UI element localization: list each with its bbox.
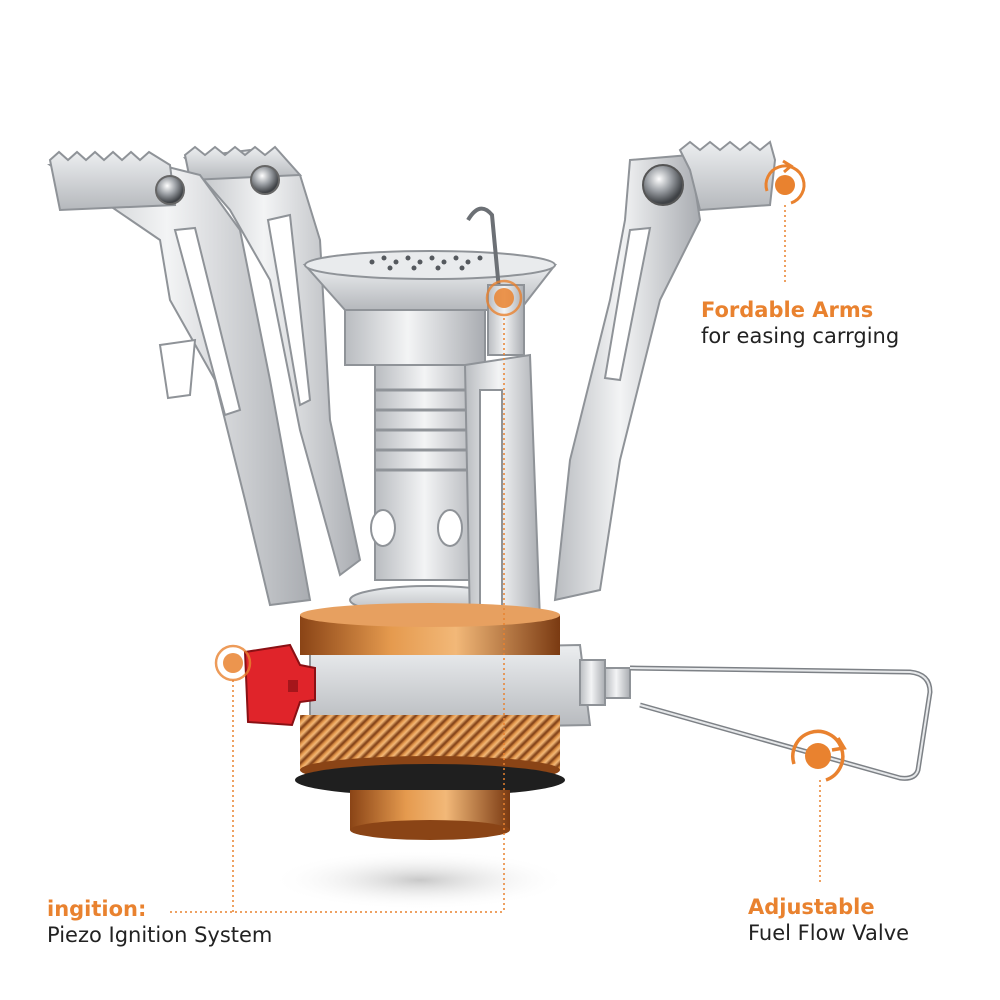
pivot-ball: [642, 164, 684, 206]
target-dot-icon: [485, 279, 523, 317]
pivot-rivet: [155, 175, 185, 205]
ground-shadow: [270, 850, 570, 910]
rotate-arrow-icon: [791, 729, 847, 782]
target-dot-icon: [214, 644, 252, 682]
callout-title: Adjustable: [748, 895, 875, 919]
callout-ignition: ingition: Piezo Ignition System: [47, 896, 272, 949]
callout-description: Piezo Ignition System: [47, 923, 273, 948]
folding-arm-left-back: [183, 145, 362, 577]
callout-leader-lines: [170, 205, 821, 913]
callout-title: ingition:: [47, 897, 147, 921]
valve-wire-handle: [629, 665, 933, 781]
callout-description: Fuel Flow Valve: [748, 921, 910, 946]
callout-fuel-valve: Adjustable Fuel Flow Valve: [748, 894, 909, 947]
canister-connector: [295, 603, 565, 840]
folding-arm-right: [553, 140, 777, 602]
callout-title: Fordable Arms: [701, 298, 874, 322]
ignition-button: [243, 643, 316, 727]
rotate-arrow-icon: [764, 159, 806, 205]
folding-arm-left-front: [47, 150, 312, 607]
igniter-wire: [466, 206, 502, 301]
pivot-rivet: [250, 165, 280, 195]
callout-description: for easing carrging: [701, 324, 900, 349]
callout-folding-arms: Fordable Arms for easing carrging: [701, 297, 899, 350]
